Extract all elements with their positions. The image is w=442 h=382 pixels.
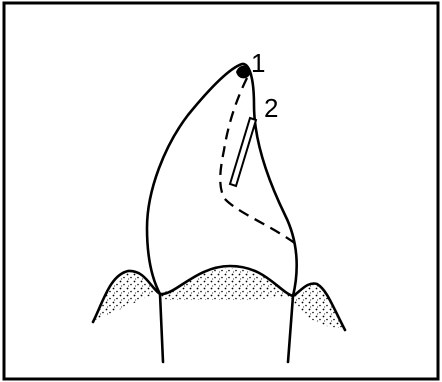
label-1: 1: [251, 48, 265, 78]
gingiva-stipple: [95, 268, 343, 328]
cusp-tip-mark: [236, 66, 250, 79]
sliver-rectangle: [230, 118, 256, 186]
dashed-inner-line: [220, 78, 296, 244]
root-line-left: [160, 294, 163, 362]
root-line-right: [288, 296, 293, 362]
label-2: 2: [264, 93, 278, 123]
